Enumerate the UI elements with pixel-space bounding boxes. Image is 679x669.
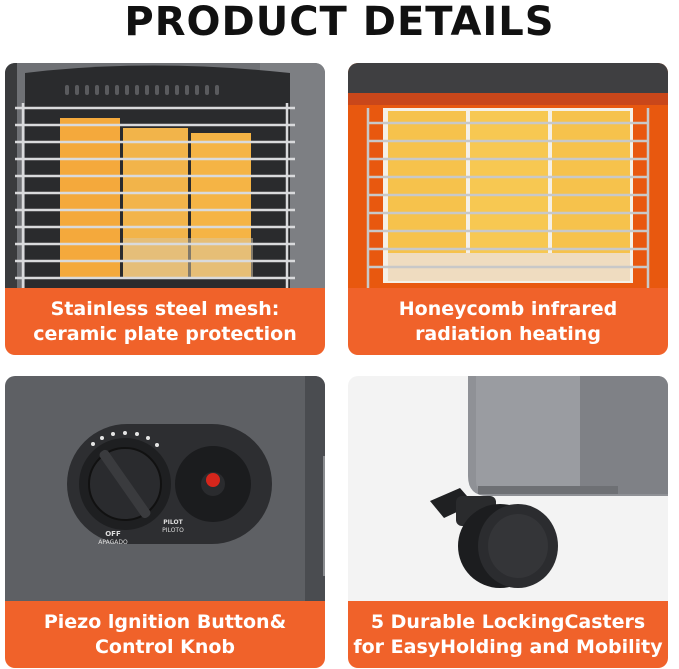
ceramic-honeycomb-plates-image — [348, 63, 668, 288]
feature-panel-honeycomb: Honeycomb infrared radiation heating — [348, 63, 668, 355]
caption: Stainless steel mesh: ceramic plate prot… — [5, 288, 325, 355]
caption-line-2: Control Knob — [94, 635, 236, 658]
heater-front-grille-image — [5, 63, 325, 288]
feature-panel-controls: OFF APAGADO PILOT PILOTO Piezo lgnition … — [5, 376, 325, 668]
off-label: OFF — [105, 530, 121, 538]
caption-line-1: 5 Durable LockingCasters — [370, 610, 646, 633]
page-title: PRODUCT DETAILS — [124, 0, 555, 45]
feature-panel-mesh: Stainless steel mesh: ceramic plate prot… — [5, 63, 325, 355]
piloto-label: PILOTO — [162, 527, 184, 534]
caption-line-2: ceramic plate protection — [33, 322, 297, 345]
caption-line-2: radiation heating — [415, 322, 601, 345]
caption-line-2: for EasyHolding and Mobility — [353, 635, 663, 658]
locking-caster-wheel-image — [348, 376, 668, 601]
control-knob-and-ignition-image: OFF APAGADO PILOT PILOTO — [5, 376, 325, 601]
caption: Honeycomb infrared radiation heating — [348, 288, 668, 355]
caption: 5 Durable LockingCasters for EasyHolding… — [348, 601, 668, 668]
caption-line-1: Honeycomb infrared — [398, 297, 618, 320]
pilot-label: PILOT — [163, 519, 183, 526]
caption: Piezo lgnition Button& Control Knob — [5, 601, 325, 668]
caption-line-1: Piezo lgnition Button& — [43, 610, 287, 633]
feature-panel-casters: 5 Durable LockingCasters for EasyHolding… — [348, 376, 668, 668]
caption-line-1: Stainless steel mesh: — [50, 297, 280, 320]
apagado-label: APAGADO — [98, 539, 128, 546]
